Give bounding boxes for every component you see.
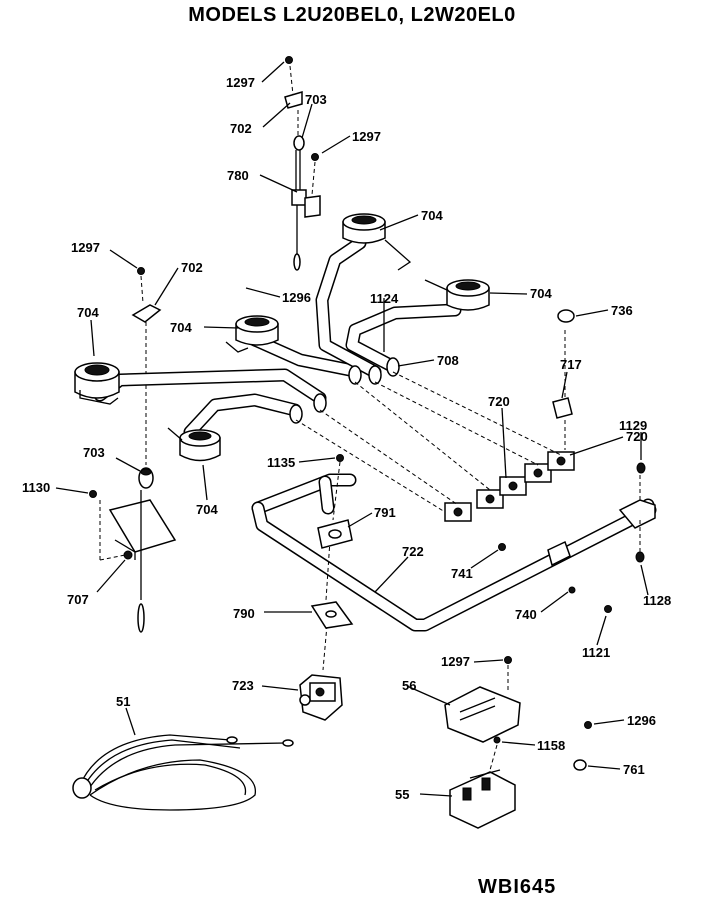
callout-704: 704	[196, 502, 218, 517]
callout-720: 720	[488, 394, 510, 409]
callout-1297: 1297	[71, 240, 100, 255]
small-parts	[89, 309, 646, 629]
callout-1297: 1297	[352, 129, 381, 144]
callout-707: 707	[67, 592, 89, 607]
callout-56: 56	[402, 678, 416, 693]
tube-nozzles	[289, 357, 400, 424]
valve	[444, 502, 472, 522]
callout-1135: 1135	[267, 455, 295, 470]
manifold-frame	[251, 473, 657, 632]
wire-harness	[72, 734, 294, 811]
valve	[476, 489, 504, 509]
callout-703: 703	[305, 92, 327, 107]
valve	[547, 451, 575, 471]
burner-right	[424, 279, 490, 311]
callout-1296: 1296	[282, 290, 311, 305]
upper-bracket-assembly	[284, 56, 321, 271]
callout-708: 708	[437, 353, 459, 368]
callout-761: 761	[623, 762, 645, 777]
left-bracket-assembly	[131, 267, 162, 465]
drawing-number: WBI645	[478, 876, 557, 898]
diagram-title: MODELS L2U20BEL0, L2W20EL0	[188, 4, 516, 26]
thermostat-assembly	[99, 467, 177, 633]
callout-1296: 1296	[627, 713, 656, 728]
alignment-lines	[295, 330, 641, 771]
callout-702: 702	[181, 260, 203, 275]
callout-704: 704	[530, 286, 552, 301]
callout-1130: 1130	[22, 480, 50, 495]
part-736	[557, 309, 575, 323]
callout-791: 791	[374, 505, 396, 520]
callout-1297: 1297	[441, 654, 470, 669]
callout-1128: 1128	[643, 593, 671, 608]
callout-780: 780	[227, 168, 249, 183]
pressure-regulator	[299, 674, 343, 721]
right-small-parts	[573, 721, 592, 771]
burner-tubes	[93, 236, 462, 439]
callout-labels: 1297 703 702 1297 780 704 1297 702 1296 …	[22, 75, 671, 802]
callout-55: 55	[395, 787, 409, 802]
callout-717: 717	[560, 357, 582, 372]
callout-736: 736	[611, 303, 633, 318]
junction-box-parts	[444, 656, 521, 829]
burner-rear-center	[225, 315, 279, 353]
callout-1129: 1129	[619, 418, 647, 433]
callout-704: 704	[170, 320, 192, 335]
burner-left	[74, 362, 120, 405]
valve	[499, 476, 527, 496]
callout-1158: 1158	[537, 738, 565, 753]
callout-703: 703	[83, 445, 105, 460]
burner-front-center	[167, 427, 221, 462]
leader-lines	[55, 61, 649, 797]
callout-51: 51	[116, 694, 130, 709]
callout-1124: 1124	[370, 291, 399, 306]
callout-790: 790	[233, 606, 255, 621]
callout-741: 741	[451, 566, 473, 581]
callout-722: 722	[402, 544, 424, 559]
burner-heads	[74, 213, 490, 462]
callout-720: 720	[626, 429, 648, 444]
part-717	[552, 397, 573, 419]
callout-704: 704	[421, 208, 443, 223]
callout-740: 740	[515, 607, 537, 622]
callout-1121: 1121	[582, 645, 610, 660]
callout-704: 704	[77, 305, 99, 320]
valve	[524, 463, 552, 483]
callout-1297: 1297	[226, 75, 255, 90]
callout-723: 723	[232, 678, 254, 693]
burner-valves	[444, 451, 575, 522]
callout-702: 702	[230, 121, 252, 136]
burner-rear-right	[342, 213, 412, 271]
